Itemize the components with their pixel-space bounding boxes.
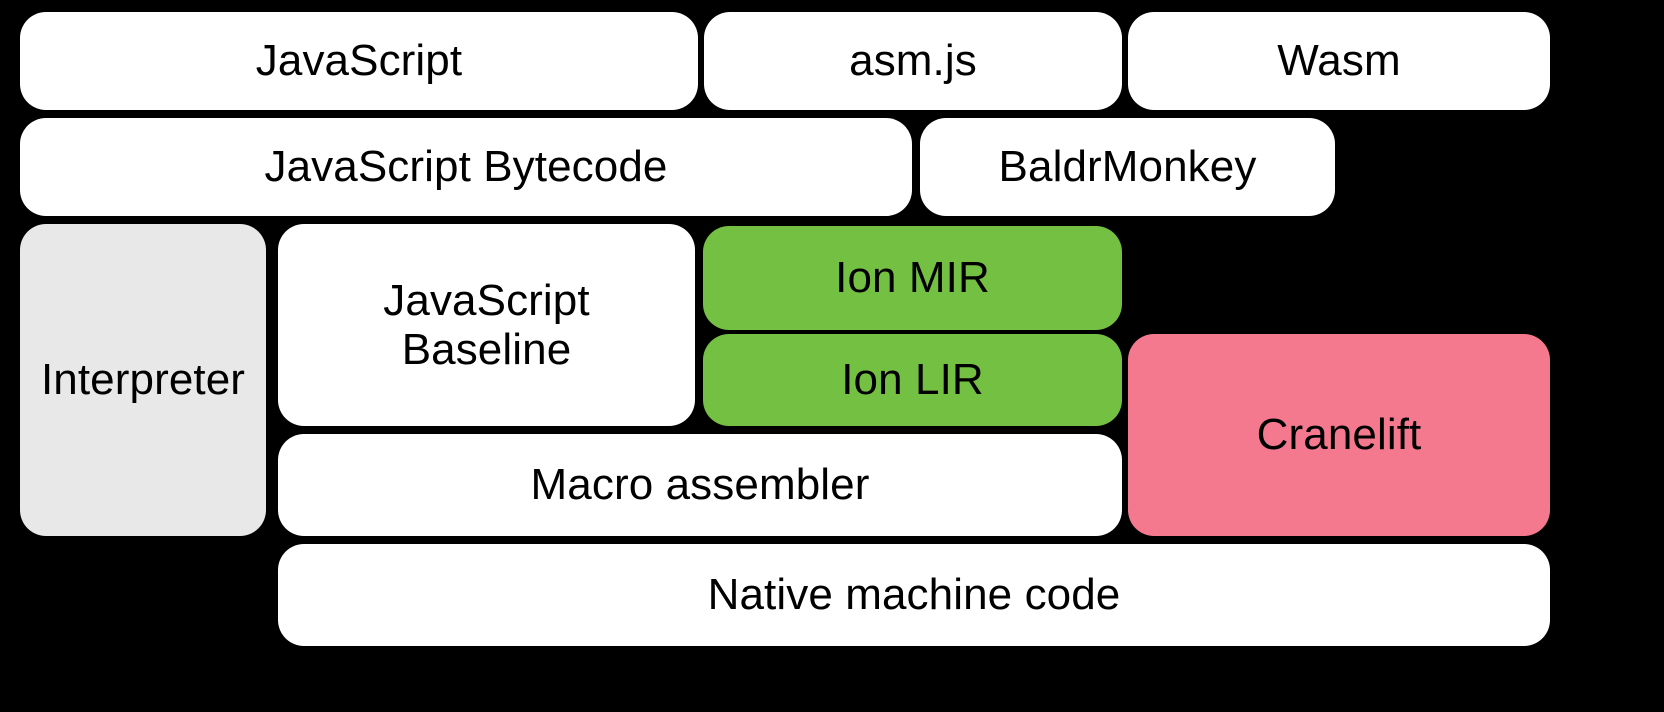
node-label-native-machine-code: Native machine code — [707, 570, 1121, 620]
node-interpreter: Interpreter — [20, 224, 266, 536]
node-javascript-bytecode: JavaScript Bytecode — [20, 118, 912, 216]
node-label-javascript-bytecode: JavaScript Bytecode — [264, 142, 668, 192]
node-cranelift: Cranelift — [1128, 334, 1550, 536]
node-ion-mir: Ion MIR — [703, 226, 1122, 330]
node-ion-lir: Ion LIR — [703, 334, 1122, 426]
node-label-asmjs: asm.js — [849, 36, 977, 86]
node-javascript: JavaScript — [20, 12, 698, 110]
node-label-javascript: JavaScript — [255, 36, 463, 86]
node-wasm: Wasm — [1128, 12, 1550, 110]
node-label-ion-lir: Ion LIR — [841, 355, 984, 405]
node-label-interpreter: Interpreter — [40, 355, 246, 405]
node-macro-assembler: Macro assembler — [278, 434, 1122, 536]
node-javascript-baseline: JavaScript Baseline — [278, 224, 695, 426]
node-native-machine-code: Native machine code — [278, 544, 1550, 646]
node-label-macro-assembler: Macro assembler — [530, 460, 870, 510]
node-label-ion-mir: Ion MIR — [835, 253, 990, 303]
node-label-cranelift: Cranelift — [1256, 410, 1422, 460]
node-baldrmonkey: BaldrMonkey — [920, 118, 1335, 216]
node-label-baldrmonkey: BaldrMonkey — [998, 142, 1257, 192]
node-label-javascript-baseline: JavaScript Baseline — [383, 275, 590, 374]
node-asmjs: asm.js — [704, 12, 1122, 110]
node-label-wasm: Wasm — [1277, 36, 1401, 86]
